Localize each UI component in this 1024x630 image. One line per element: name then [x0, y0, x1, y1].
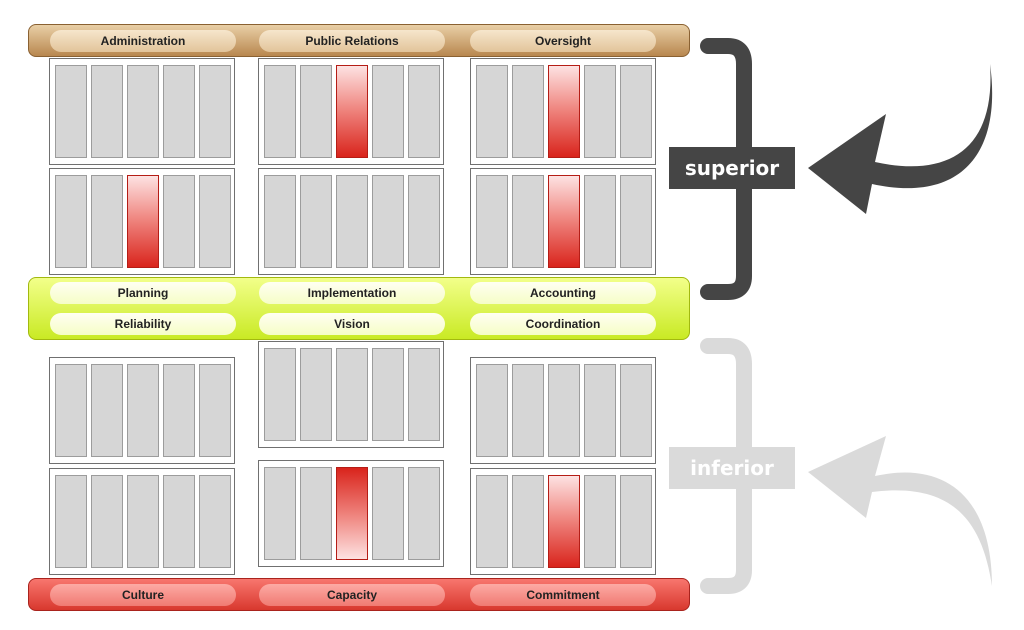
panel-upper-center-bottom — [258, 168, 444, 275]
bar — [127, 475, 159, 568]
bar — [408, 467, 440, 560]
band-item-accounting: Accounting — [470, 282, 656, 304]
bar — [620, 175, 652, 268]
superior-arrow-icon — [808, 64, 993, 214]
bar — [163, 364, 195, 457]
bar — [408, 175, 440, 268]
highlighted-bar — [548, 65, 580, 158]
panel-upper-left-top — [49, 58, 235, 165]
bar — [512, 175, 544, 268]
highlighted-bar — [127, 175, 159, 268]
bar — [476, 475, 508, 568]
bar — [584, 475, 616, 568]
bar — [55, 475, 87, 568]
band-item-public-relations: Public Relations — [259, 30, 445, 52]
bar — [199, 65, 231, 158]
bar — [300, 348, 332, 441]
band-item-oversight: Oversight — [470, 30, 656, 52]
bar — [584, 175, 616, 268]
band-item-commitment: Commitment — [470, 584, 656, 606]
highlighted-bar — [336, 65, 368, 158]
bottom-band: Culture Capacity Commitment — [28, 578, 690, 611]
band-item-capacity: Capacity — [259, 584, 445, 606]
bar — [264, 65, 296, 158]
superior-label: superior — [669, 147, 795, 189]
bar — [91, 65, 123, 158]
bar — [336, 348, 368, 441]
panel-lower-left-bottom — [49, 468, 235, 575]
bar — [512, 475, 544, 568]
inferior-arrow-icon — [808, 436, 992, 586]
band-item-planning: Planning — [50, 282, 236, 304]
bar — [512, 65, 544, 158]
bar — [584, 65, 616, 158]
bar — [512, 364, 544, 457]
bar — [55, 175, 87, 268]
bar — [55, 364, 87, 457]
bar — [372, 65, 404, 158]
bar — [372, 175, 404, 268]
bar — [372, 348, 404, 441]
bar — [91, 475, 123, 568]
highlighted-bar — [548, 175, 580, 268]
panel-upper-right-bottom — [470, 168, 656, 275]
band-item-coordination: Coordination — [470, 313, 656, 335]
top-band: Administration Public Relations Oversigh… — [28, 24, 690, 57]
bar — [199, 175, 231, 268]
bar — [91, 175, 123, 268]
bar — [584, 364, 616, 457]
band-item-administration: Administration — [50, 30, 236, 52]
middle-band: Planning Implementation Accounting Relia… — [28, 277, 690, 340]
panel-upper-right-top — [470, 58, 656, 165]
bar — [199, 364, 231, 457]
inferior-label: inferior — [669, 447, 795, 489]
bar — [264, 467, 296, 560]
bar — [163, 175, 195, 268]
bar — [300, 65, 332, 158]
band-item-reliability: Reliability — [50, 313, 236, 335]
bar — [620, 364, 652, 457]
bar — [264, 348, 296, 441]
bar — [548, 364, 580, 457]
highlighted-bar — [548, 475, 580, 568]
bar — [163, 65, 195, 158]
highlighted-bar — [336, 467, 368, 560]
bar — [408, 65, 440, 158]
panel-lower-center-bottom — [258, 460, 444, 567]
bar — [476, 65, 508, 158]
panel-lower-center-top — [258, 341, 444, 448]
bar — [300, 467, 332, 560]
bar — [127, 364, 159, 457]
panel-lower-left-top — [49, 357, 235, 464]
panel-upper-left-bottom — [49, 168, 235, 275]
band-item-vision: Vision — [259, 313, 445, 335]
bar — [620, 475, 652, 568]
bar — [476, 175, 508, 268]
bar — [372, 467, 404, 560]
bar — [163, 475, 195, 568]
panel-lower-right-top — [470, 357, 656, 464]
bar — [408, 348, 440, 441]
bar — [300, 175, 332, 268]
bar — [620, 65, 652, 158]
bar — [336, 175, 368, 268]
band-item-implementation: Implementation — [259, 282, 445, 304]
bar — [476, 364, 508, 457]
panel-lower-right-bottom — [470, 468, 656, 575]
panel-upper-center-top — [258, 58, 444, 165]
bar — [264, 175, 296, 268]
band-item-culture: Culture — [50, 584, 236, 606]
bar — [127, 65, 159, 158]
bar — [55, 65, 87, 158]
bar — [199, 475, 231, 568]
bar — [91, 364, 123, 457]
